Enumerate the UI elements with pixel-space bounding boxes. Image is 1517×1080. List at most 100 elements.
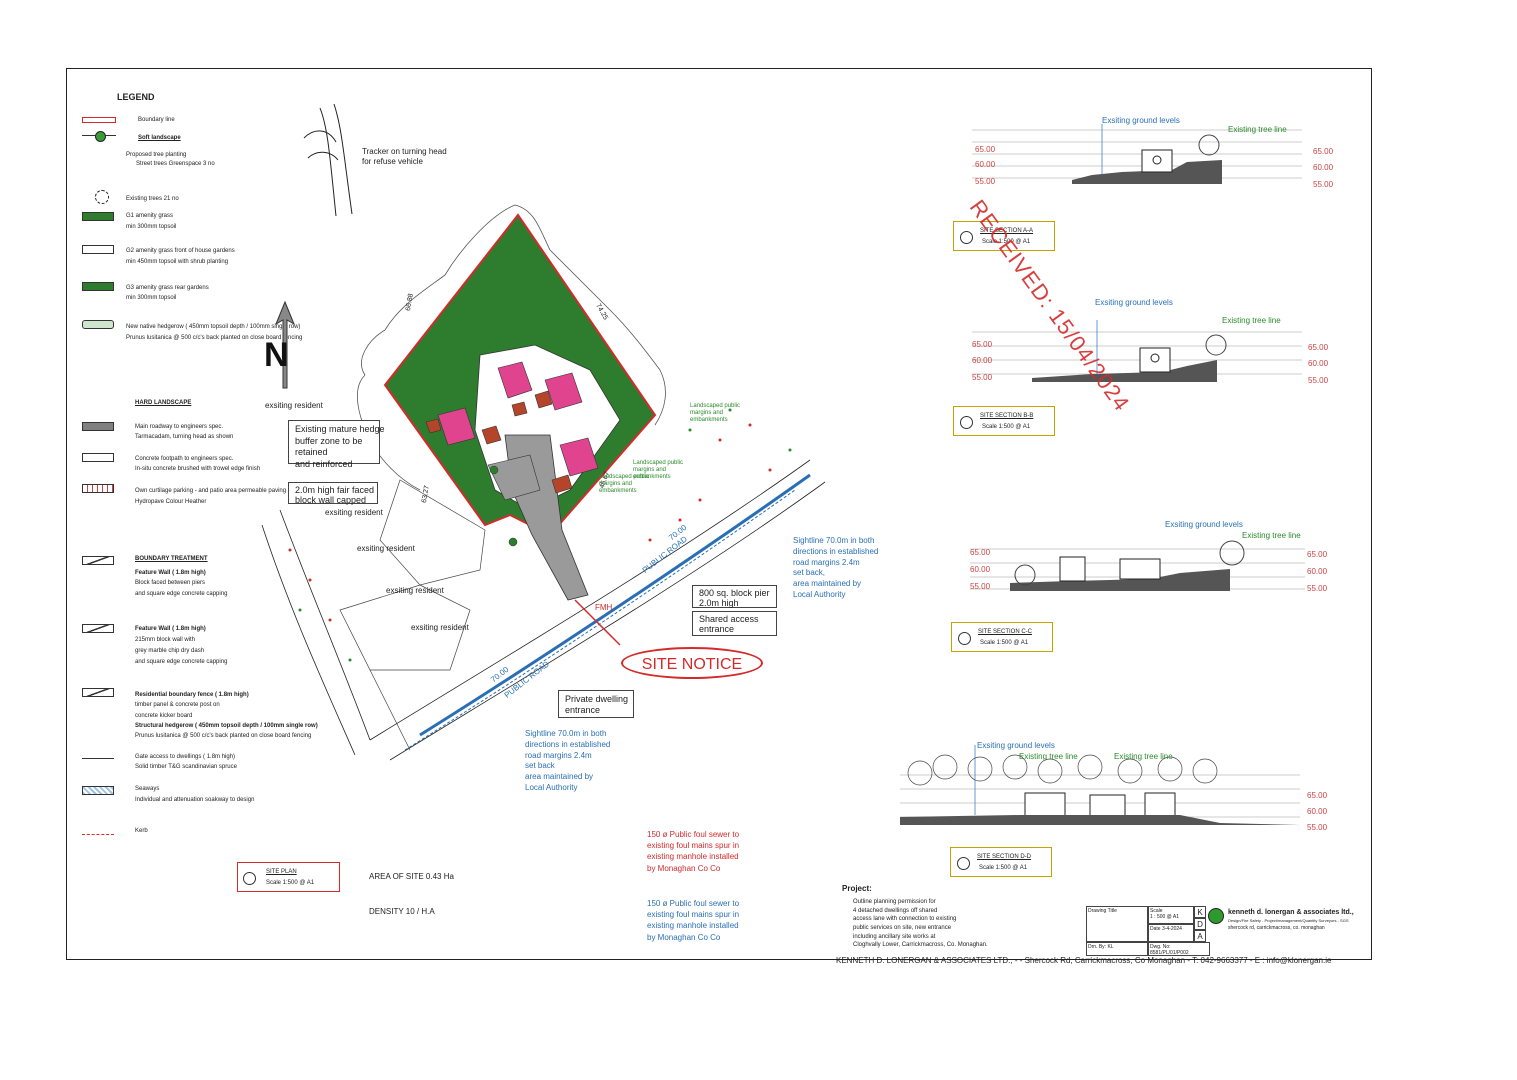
north-label: N — [264, 336, 289, 374]
section-c-title: SITE SECTION C-C — [978, 629, 1033, 635]
g3-swatch — [82, 282, 114, 291]
sightline-note-2: Sightline 70.0m in both directions in es… — [525, 729, 611, 792]
gate-swatch — [82, 750, 114, 759]
section-a-scale: Scale 1:500 @ A1 — [982, 239, 1031, 245]
paving-swatch — [82, 484, 114, 493]
legend-proposed-tree-sub: Street trees Greenspace 3 no — [136, 161, 215, 167]
legend-feature-wall-2: Feature Wall ( 1.8m high) — [135, 626, 206, 632]
site-plan-scale: Scale 1:500 @ A1 — [266, 880, 315, 886]
legend-paving-sub: Hydropave Colour Heather — [135, 499, 207, 505]
legend-g3: G3 amenity grass rear gardens — [126, 285, 209, 291]
legend-title: LEGEND — [117, 92, 155, 102]
site-notice-label: SITE NOTICE — [621, 647, 763, 679]
legend-feature-wall-2-sub2: grey marble chip dry dash — [135, 648, 205, 654]
tb-date: Date 3-4-2024 — [1148, 924, 1194, 942]
legend-residential-fence-sub1: timber panel & concrete post on — [135, 702, 220, 708]
company-logo-icon — [1208, 908, 1224, 924]
landscaped-label-3: Landscaped public margins and embankment… — [599, 474, 650, 495]
area-text: AREA OF SITE 0.43 Ha — [369, 872, 454, 881]
resident-label-2: exsiting resident — [325, 508, 383, 517]
section-d-level-3: 55.00 — [1307, 823, 1328, 832]
legend-g1: G1 amenity grass — [126, 213, 174, 219]
tb-company-sub: Design/Fire Safety - Project/management/… — [1228, 918, 1349, 923]
section-c-level-r2: 60.00 — [1307, 567, 1328, 576]
legend-footpath-sub: In-situ concrete brushed with trowel edg… — [135, 466, 261, 472]
legend-hedgerow-sub: Prunus lusitanica @ 500 c/c's back plant… — [126, 335, 303, 341]
tb-address: shercock rd, carrickmacross, co. monagha… — [1228, 925, 1325, 931]
project-heading: Project: — [842, 884, 872, 893]
g1-swatch — [82, 212, 114, 221]
tracker-sketch — [303, 103, 353, 217]
section-a-level-r1: 65.00 — [1313, 147, 1334, 156]
section-b-level-r1: 65.00 — [1308, 343, 1329, 352]
legend-g2: G2 amenity grass front of house gardens — [126, 248, 235, 254]
section-b-drawing — [972, 320, 1302, 382]
boundary-line-swatch — [82, 117, 116, 123]
section-c-level-1: 65.00 — [970, 548, 991, 557]
legend-feature-wall-1: Feature Wall ( 1.8m high) — [135, 570, 206, 576]
legend-boundary-line: Boundary line — [138, 117, 175, 123]
landscaped-label-1: Landscaped public margins and embankment… — [690, 403, 741, 424]
section-d-marker-icon — [957, 857, 970, 870]
legend-paving: Own curtilage parking - and patio area p… — [135, 488, 287, 494]
legend-kerb: Kerb — [135, 828, 148, 834]
feature-wall-2-swatch — [82, 624, 114, 633]
section-b-ground: Exsiting ground levels — [1095, 298, 1173, 307]
legend-main-road-sub: Tarmacadam, turning head as shown — [135, 434, 234, 440]
legend-proposed-tree: Proposed tree planting — [126, 152, 187, 158]
legend-hedgerow: New native hedgerow ( 450mm topsoil dept… — [126, 324, 301, 330]
legend-main-road: Main roadway to engineers spec. — [135, 424, 224, 430]
tb-company: kenneth d. lonergan & associates ltd., — [1228, 909, 1354, 916]
section-a-level-r2: 60.00 — [1313, 163, 1334, 172]
section-d-title: SITE SECTION D-D — [977, 854, 1032, 860]
section-a-box: SITE SECTION A-A Scale 1:500 @ A1 — [953, 221, 1055, 251]
legend-hard-title: HARD LANDSCAPE — [135, 400, 192, 406]
tb-d: D — [1194, 918, 1206, 930]
section-c-marker-icon — [958, 632, 971, 645]
section-b-scale: Scale 1:500 @ A1 — [982, 424, 1031, 430]
section-c-drawing — [970, 540, 1305, 591]
tracker-note: Tracker on turning head for refuse vehic… — [362, 147, 447, 166]
legend-boundary-title: BOUNDARY TREATMENT — [135, 556, 208, 562]
resident-label-1: exsiting resident — [265, 401, 323, 410]
legend-gate: Gate access to dwellings ( 1.8m high) — [135, 754, 236, 760]
section-c-ground: Exsiting ground levels — [1165, 520, 1243, 529]
section-d-tree: Existing tree line — [1019, 752, 1078, 761]
section-b-title: SITE SECTION B-B — [980, 413, 1034, 419]
legend-feature-wall-2-sub3: and square edge concrete capping — [135, 659, 228, 665]
section-a-level-1: 65.00 — [975, 145, 996, 154]
section-c-box: SITE SECTION C-C Scale 1:500 @ A1 — [951, 622, 1053, 652]
section-b-box: SITE SECTION B-B Scale 1:500 @ A1 — [953, 406, 1055, 436]
callout-wall: 2.0m high fair faced block wall capped — [288, 482, 378, 505]
section-d-drawing — [900, 745, 1300, 825]
section-c-level-3: 55.00 — [970, 582, 991, 591]
feature-wall-1-swatch — [82, 556, 114, 565]
section-b-level-2: 60.00 — [972, 356, 993, 365]
tb-drawing-title: Drawing Title — [1086, 906, 1148, 942]
legend-gate-sub: Solid timber T&G scandinavian spruce — [135, 764, 237, 770]
g2-swatch — [82, 245, 114, 254]
resident-label-4: exsiting resident — [386, 586, 444, 595]
legend-existing-trees: Existing trees 21 no — [126, 196, 179, 202]
legend-g1-sub: min 300mm topsoil — [126, 224, 177, 230]
tb-drn: Drn. By: KL — [1086, 942, 1148, 956]
section-a-level-2: 60.00 — [975, 160, 996, 169]
legend-seaways-sub: Individual and attenuation soakway to de… — [135, 797, 255, 803]
section-b-tree: Existing tree line — [1222, 316, 1281, 325]
kerb-swatch — [82, 826, 114, 835]
legend-feature-wall-1-sub1: Block faced between piers — [135, 580, 206, 586]
resident-label-3: exsiting resident — [357, 544, 415, 553]
footer-text: KENNETH D. LONERGAN & ASSOCIATES LTD., -… — [836, 956, 1332, 965]
section-a-tree: Existing tree line — [1228, 125, 1287, 134]
legend-footpath: Concrete footpath to engineers spec. — [135, 456, 234, 462]
tb-drawing-title-label: Drawing Title — [1088, 908, 1117, 914]
section-d-ground: Exsiting ground levels — [977, 741, 1055, 750]
section-b-level-r2: 60.00 — [1308, 359, 1329, 368]
tb-dwg: Dwg. No: 8581/PL/01/P002 — [1148, 942, 1210, 956]
section-d-level-2: 60.00 — [1307, 807, 1328, 816]
section-a-drawing — [972, 124, 1302, 184]
section-b-level-r3: 55.00 — [1308, 376, 1329, 385]
section-d-box: SITE SECTION D-D Scale 1:500 @ A1 — [950, 847, 1052, 877]
site-plan-title: SITE PLAN — [266, 869, 297, 875]
site-plan-marker-icon — [243, 872, 256, 885]
